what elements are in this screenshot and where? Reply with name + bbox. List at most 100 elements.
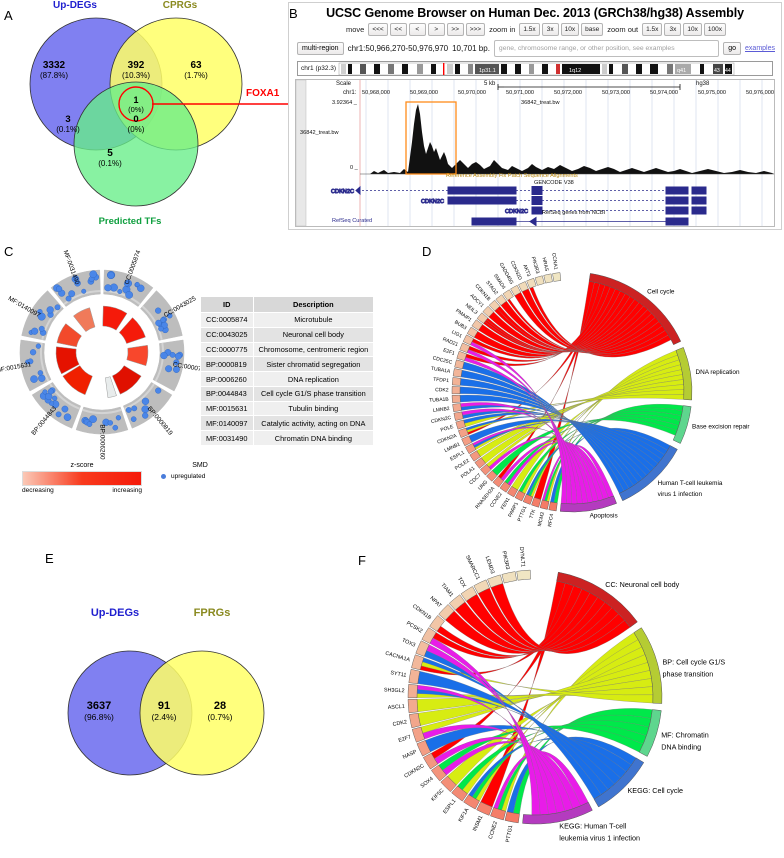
chord-gene-label: ESPL1 [442,798,457,815]
go-description-cell: Neuronal cell body [252,326,375,343]
chord-gene-arc [411,726,426,743]
go-id-cell: BP:0044843 [200,385,254,402]
chord-gene-label: POLE [440,424,455,434]
chord-gene-arc [421,627,437,644]
chord-gene-label: SYT11 [390,670,407,679]
band-label-0: 1p31.1 [479,68,496,74]
chord-category-arc [559,495,617,513]
position-search-input[interactable]: gene, chromosome range, or other positio… [493,40,720,57]
chord-category-arc [588,273,682,346]
venn-e-overlap-pct: (2.4%) [151,712,177,722]
ucsc-genome-browser[interactable]: UCSC Genome Browser on Human Dec. 2013 (… [288,2,782,230]
zoom-out-3x-button[interactable]: 3x [664,23,682,36]
chord-gene-arc [416,740,431,757]
zoom-in-10x-button[interactable]: 10x [560,23,580,36]
move-label: move [345,25,365,34]
venn-e-up-only-pct: (96.8%) [84,712,114,722]
chord-gene-arc [452,368,463,378]
panel-b-letter: B [289,6,298,21]
chord-gene-arc [486,470,498,482]
chord-gene-label: BUB3 [453,319,467,331]
go-id-cell: CC:0000775 [200,341,254,358]
go-id-cell: MF:0031490 [200,430,254,447]
panel-c-letter: C [4,244,14,259]
chord-gene-arc [407,698,419,714]
venn-e-fprg-only-pct: (0.7%) [207,712,233,722]
chord-gene-label: PCSK2 [405,620,423,634]
multi-region-button[interactable]: multi-region [297,42,344,55]
venn-a-up-tf-count: 3 [65,114,71,125]
chord-category-label: KEGG: Cell cycle [628,786,684,795]
move-left-1-button[interactable]: < [408,23,426,36]
venn-a-cprg-tf-count: 0 [133,114,139,125]
venn-e-label-fprgs: FPRGs [193,607,231,619]
examples-link[interactable]: examples [745,45,775,52]
ucsc-track-panel[interactable]: Scale chr1: 5 kb hg38 50,968,000 50,969,… [295,79,775,227]
zoom-out-100x-button[interactable]: 100x [703,23,727,36]
chord-gene-arc [430,764,447,782]
move-left-2-button[interactable]: << [389,23,407,36]
zscore-legend-title: z-score [70,462,94,469]
ucsc-title: UCSC Genome Browser on Human Dec. 2013 (… [326,6,744,20]
venn-a-region-up-only: 3332 (87.8%) [26,60,82,80]
chord-gene-arc [552,272,562,282]
zoom-out-1.5x-button[interactable]: 1.5x [642,23,663,36]
chord-gene-label: E2F7 [398,734,412,744]
venn-a-region-up-cprg: 392 (10.3%) [108,60,164,80]
chord-gene-arc [461,435,473,447]
zoom-in-base-button[interactable]: base [581,23,604,36]
chord-gene-label: CDK2 [392,719,407,728]
col-header-description: Description [252,296,375,313]
chord-gene-label: CDKN2C [403,763,425,780]
venn-a-diagram [29,17,288,207]
tick-6: 50,974,000 [650,90,678,96]
move-right-2-button[interactable]: >> [446,23,464,36]
chord-gene-label: ASCL1 [388,704,405,711]
tick-0: 50,968,000 [362,90,390,96]
smd-legend: SMD upregulated [155,462,245,480]
ucsc-position-row[interactable]: multi-region chr1:50,966,270-50,976,970 … [297,40,775,57]
go-description-cell: Tubulin binding [252,400,375,417]
move-left-3-button[interactable]: <<< [368,23,388,36]
chromosome-ideogram[interactable]: chr1 (p32.3) [297,61,773,76]
smd-item-label: upregulated [171,473,206,480]
chord-gene-arc [476,312,489,324]
chord-gene-label: KIF1A [458,807,471,823]
venn-a-label-predicted-tfs: Predicted TFs [98,216,162,227]
chord-gene-arc [487,574,504,588]
chord-gene-arc [455,419,466,430]
chord-gene-arc [473,579,490,594]
chord-gene-arc [408,668,421,684]
zoom-in-3x-button[interactable]: 3x [541,23,559,36]
go-description-cell: DNA replication [252,371,375,387]
chord-gene-arc [495,294,507,306]
ucsc-nav-row[interactable]: move <<< << < > >> >>> zoom in 1.5x 3x 1… [289,23,781,36]
chord-gene-arc [460,586,478,602]
refseq-gene-model [471,216,689,226]
signal-min-label: 0 _ [350,165,358,171]
zoom-out-label: zoom out [607,25,639,34]
wiggle-signal [360,101,774,175]
signal-max-label: 3.92364 _ [332,100,357,106]
go-description-cell: Chromatin DNA binding [252,430,375,447]
gencode-track-title: GENCODE V38 [534,180,574,186]
chord-gene-arc [476,801,493,816]
chord-gene-arc [543,273,553,284]
zoom-in-1.5x-button[interactable]: 1.5x [519,23,540,36]
chord-category-label: Cell cycle [647,289,675,296]
go-button[interactable]: go [723,42,742,55]
move-right-1-button[interactable]: > [427,23,445,36]
chord-gene-arc [492,475,504,488]
chord-gene-label: TOX3 [401,638,416,649]
chord-gene-label: TFDP1 [433,377,450,384]
zoom-out-10x-button[interactable]: 10x [683,23,702,36]
chord-gene-label: RAD21 [442,336,459,348]
chord-diagram-d: RFC4MCM2TTKPTTG1PARP1FEN1CCNE2RNASEH2AUN… [429,252,750,527]
chord-gene-arc [465,443,477,455]
chord-gene-arc [502,289,514,301]
move-right-3-button[interactable]: >>> [465,23,486,36]
tick-5: 50,973,000 [602,90,630,96]
